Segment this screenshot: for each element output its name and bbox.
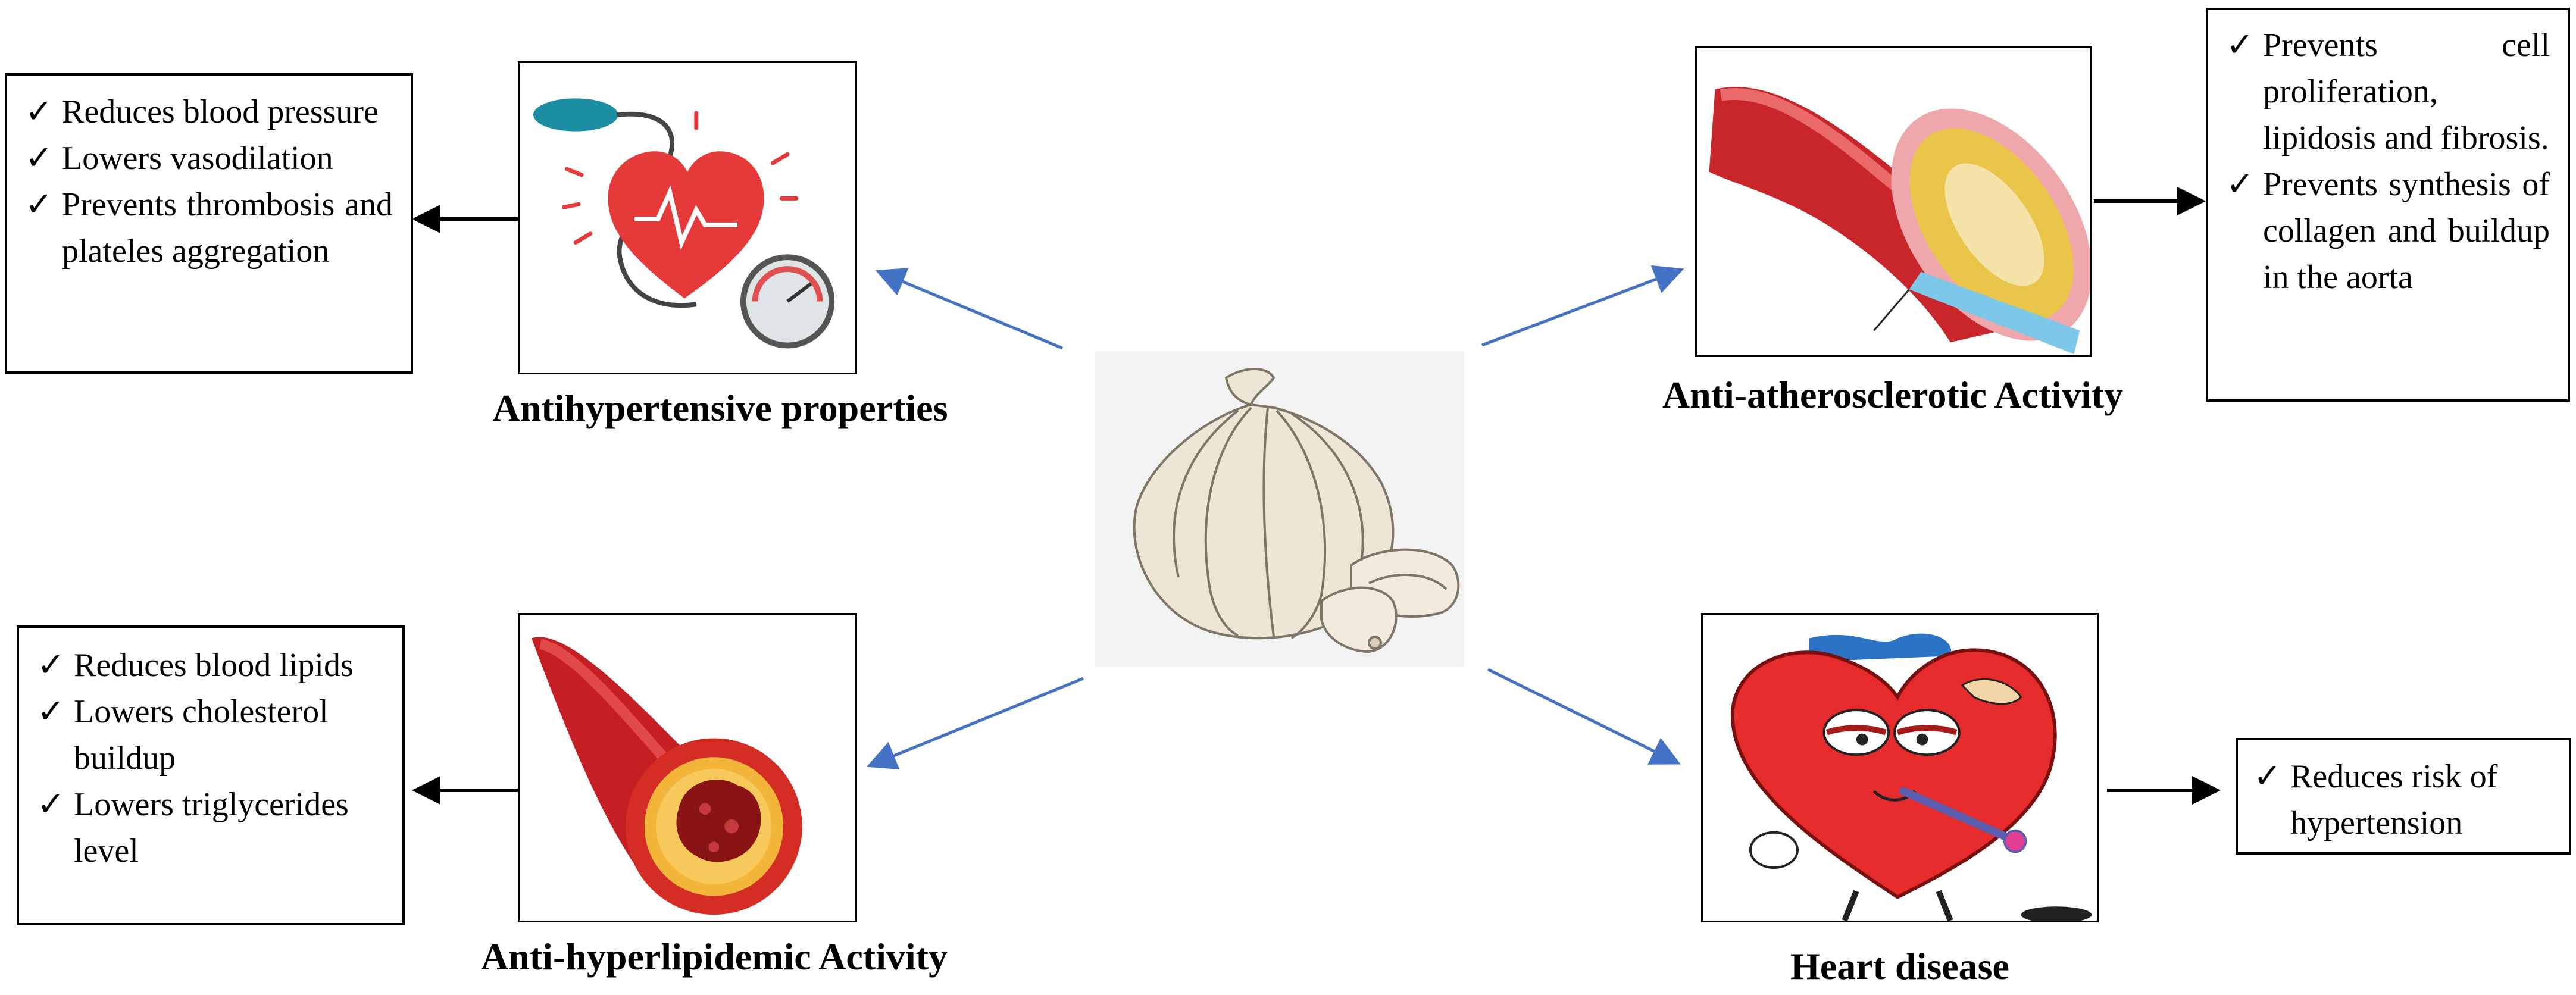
caption-antihypertensive: Antihypertensive properties [492, 387, 948, 429]
artery-plaque-image [1695, 46, 2092, 357]
heart-disease-list-box: ✓Reduces risk of hypertension [2236, 738, 2571, 855]
pump-bulb-icon [533, 98, 618, 132]
antihypertensive-list-box: ✓Reduces blood pressure ✓Lowers vasodila… [5, 73, 413, 374]
list-item: ✓Reduces blood pressure [25, 93, 379, 130]
caption-antihyperlipidemic: Anti-hyperlipidemic Activity [481, 935, 948, 978]
blood-pressure-image [518, 61, 857, 374]
list-item: ✓Prevents synthesis of collagen and buil… [2226, 166, 2550, 296]
clogged-artery-image [518, 613, 857, 922]
list-item: ✓Lowers vasodilation [25, 140, 333, 177]
arrow-to-antihyperlipidemic [866, 677, 1084, 770]
heart-icon [1731, 648, 2057, 899]
arrow-to-antihypertensive [875, 268, 1063, 350]
heart-icon [608, 151, 764, 299]
arrow-to-antiatherosclerotic [1481, 265, 1684, 347]
antiatherosclerotic-list-box: ✓Prevents cell proliferation, lipidosis … [2206, 8, 2570, 402]
pointer-icon [1909, 271, 2080, 355]
list-item: ✓Reduces risk of hypertension [2253, 758, 2498, 841]
list-item: ✓Reduces blood lipids [37, 647, 354, 684]
arrow-to-heart-disease [1487, 668, 1681, 765]
antihyperlipidemic-list-box: ✓Reduces blood lipids ✓Lowers cholestero… [17, 625, 405, 925]
sick-heart-image [1701, 613, 2099, 922]
caption-antiatherosclerotic: Anti-atherosclerotic Activity [1662, 374, 2124, 416]
list-item: ✓Prevents cell proliferation, lipidosis … [2226, 27, 2550, 157]
thermometer-icon [1899, 787, 2014, 843]
list-item: ✓Lowers cholesterol buildup [37, 693, 329, 777]
caption-heart-disease: Heart disease [1790, 945, 2009, 987]
list-item: ✓Prevents thrombosis and plateles aggreg… [25, 186, 393, 270]
garlic-image [1095, 351, 1464, 667]
list-item: ✓Lowers triglycerides level [37, 786, 349, 869]
